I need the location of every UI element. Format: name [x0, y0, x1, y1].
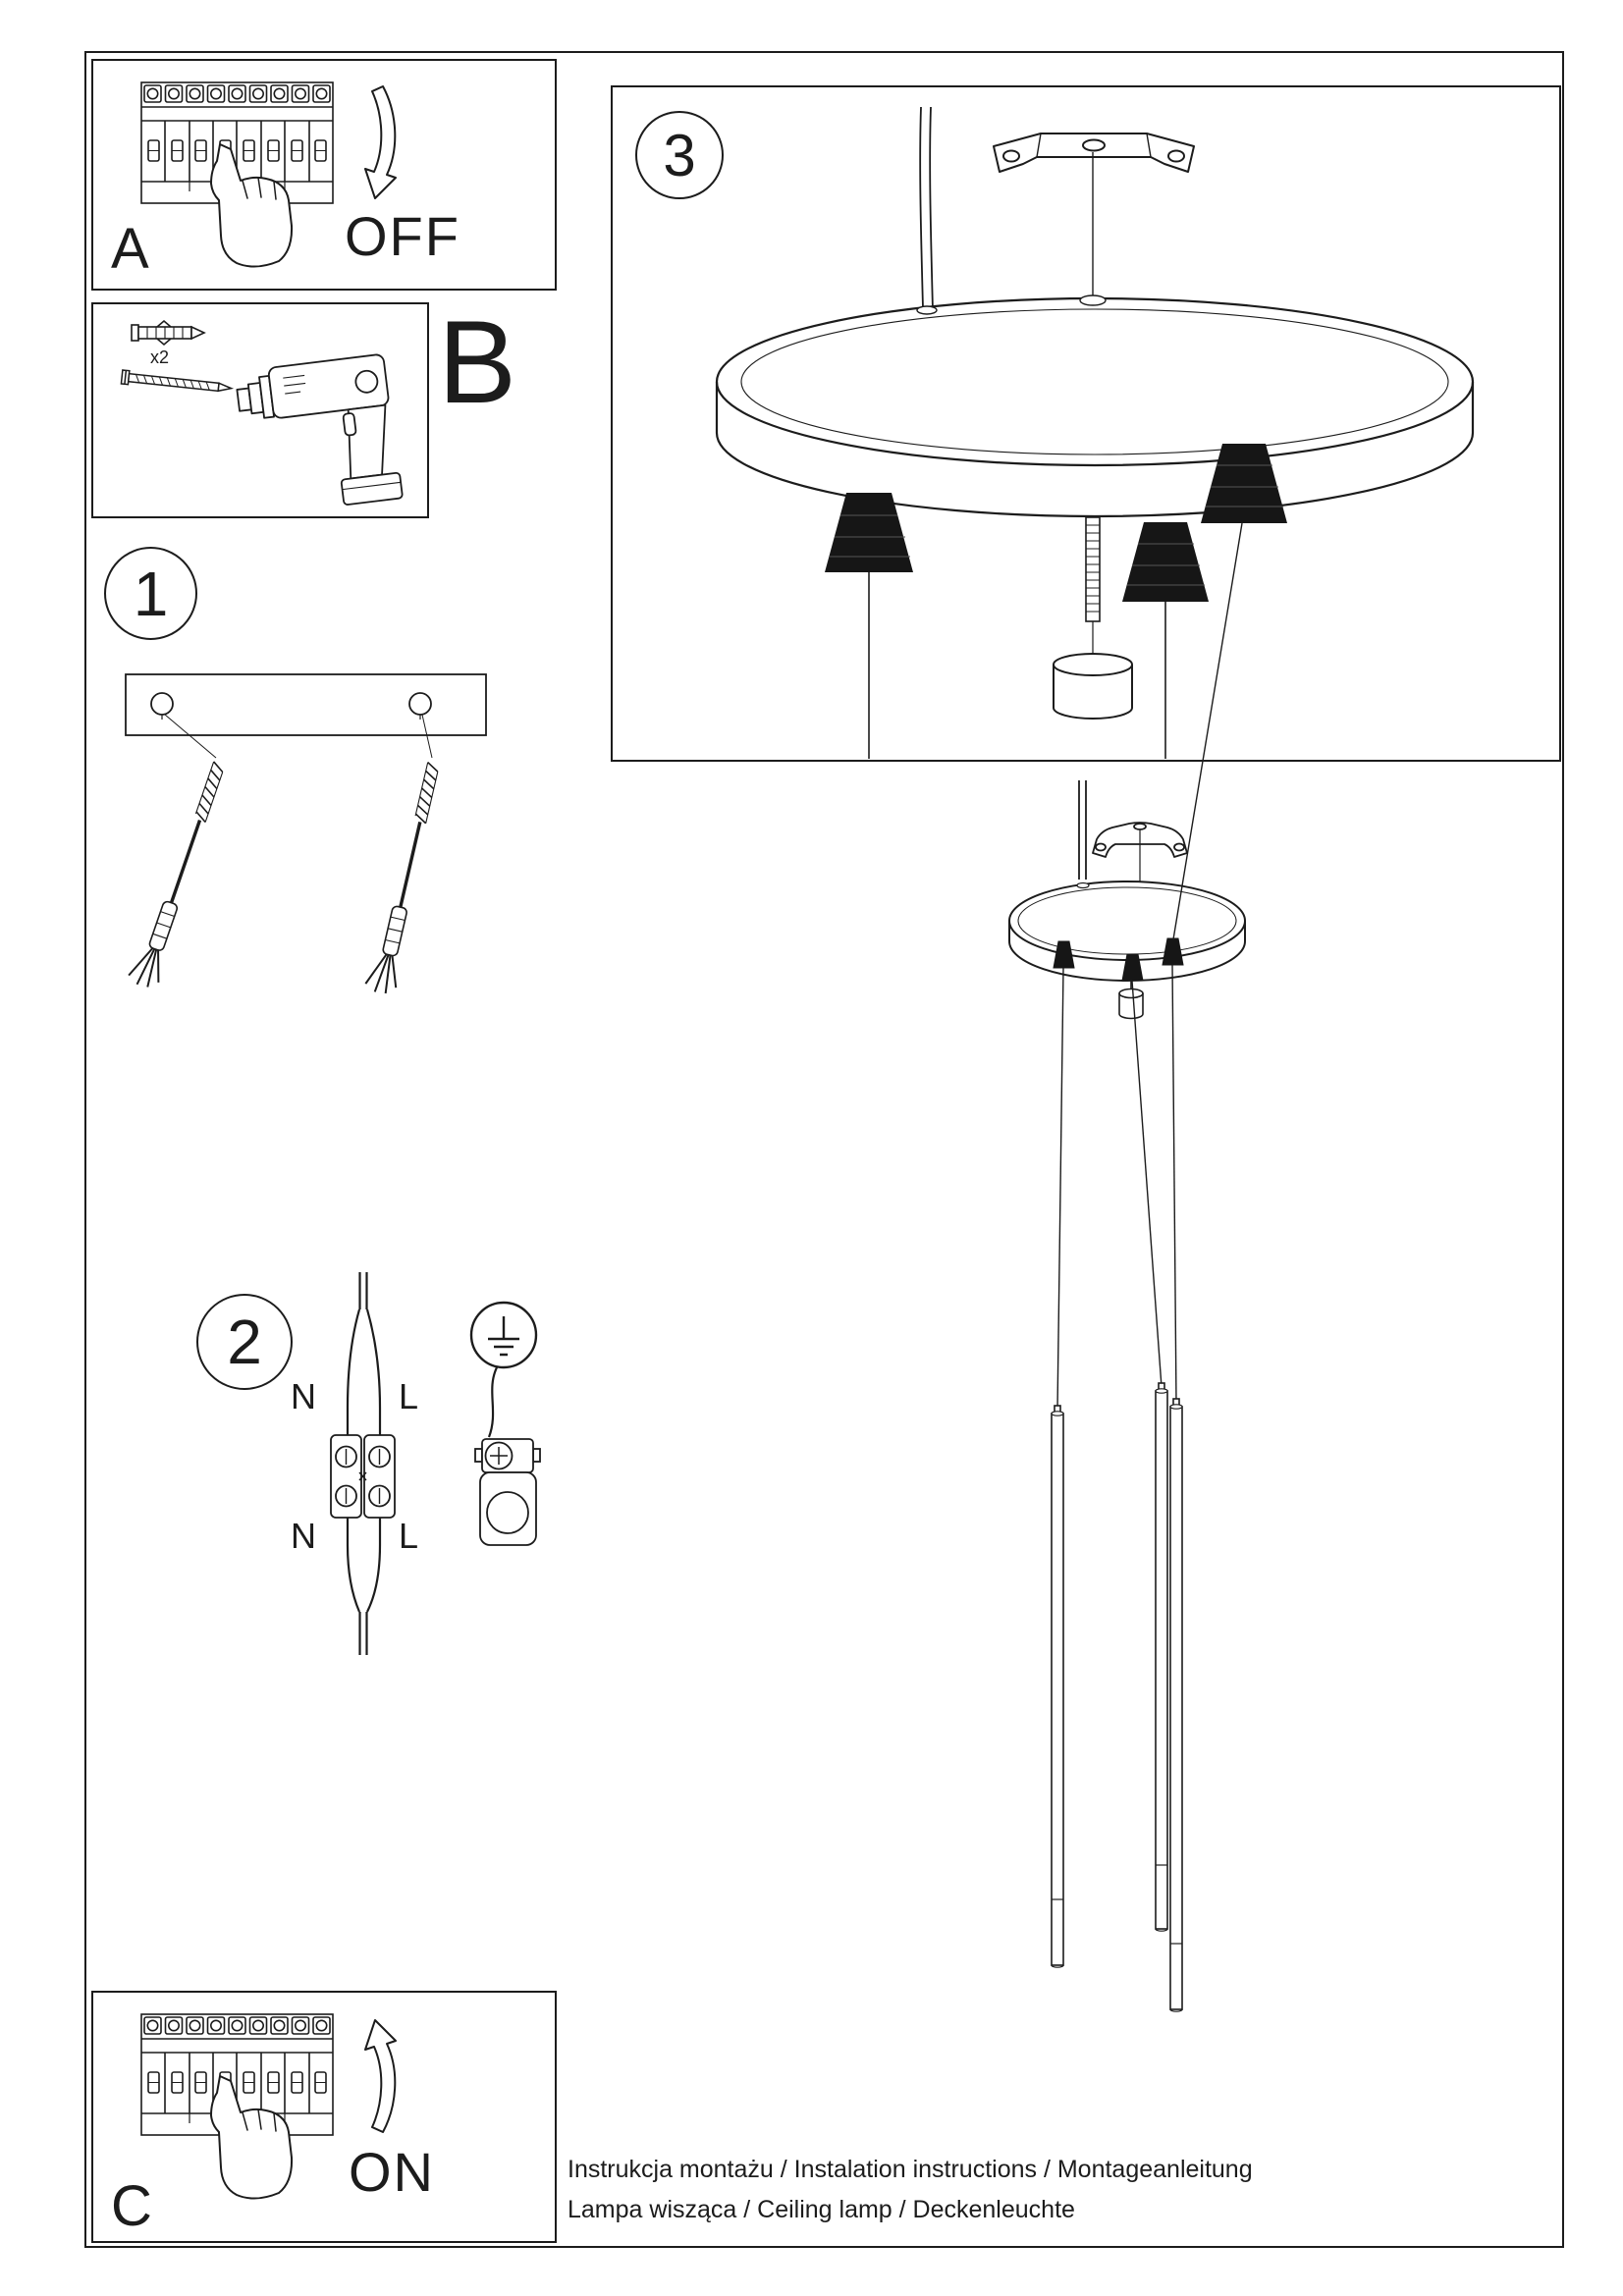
wire-label-n-top: N: [291, 1376, 316, 1416]
cable-gland-right: [1201, 444, 1287, 523]
step-2-badge: 2: [196, 1294, 293, 1390]
power-cable: [919, 106, 934, 311]
pendant-tubes: [1051, 1382, 1183, 2012]
step-1-number: 1: [133, 558, 169, 629]
assembled-lamp-illustration: [1008, 780, 1246, 2012]
threaded-rod: [1085, 516, 1101, 654]
mounting-bar: [125, 673, 487, 736]
panel-a-power-off: A OFF: [91, 59, 557, 291]
tools-illustration: [120, 319, 404, 506]
panel-c-power-on: C ON: [91, 1991, 557, 2243]
panel-c-label: C: [111, 2174, 152, 2238]
arrow-up-icon: [364, 2019, 397, 2133]
wall-plug-icon: [131, 319, 206, 347]
wiring-diagram-illustration: [330, 1272, 541, 1655]
lamp-glands: [1053, 937, 1184, 982]
output-wires: [346, 1518, 382, 1655]
drill-icon: [236, 353, 404, 506]
anchor-quantity-label: x2: [150, 347, 170, 367]
panel-b-label: B: [438, 296, 517, 428]
step-3-number: 3: [663, 122, 696, 188]
pendant-cords: [1056, 964, 1177, 1411]
step-2-number: 2: [227, 1307, 262, 1377]
canopy-disk: [715, 294, 1475, 518]
page-border: [84, 51, 1564, 2248]
step-3-panel: 3: [611, 85, 1561, 762]
lamp-knob: [1118, 980, 1144, 1020]
on-label: ON: [349, 2141, 435, 2203]
terminal-block: [330, 1434, 396, 1519]
screw-with-anchor-left: [125, 756, 235, 993]
off-label: OFF: [345, 205, 460, 267]
panel-a-label: A: [111, 217, 149, 281]
cable-gland-left: [825, 493, 913, 759]
ceiling-cable: [1078, 780, 1087, 880]
panel-b-tools: x2: [91, 302, 429, 518]
wire-label-l-top: L: [399, 1376, 419, 1416]
cable-gland-middle: [1122, 522, 1209, 759]
breaker-on-illustration: [140, 2013, 397, 2200]
screw-with-anchor-right: [362, 758, 449, 998]
caption-line-2: Lampa wisząca / Ceiling lamp / Deckenleu…: [568, 2196, 1075, 2223]
step-1-badge: 1: [104, 547, 197, 640]
bracket-and-screws-illustration: [125, 673, 487, 998]
mounting-bracket: [993, 133, 1195, 173]
wire-label-l-bottom: L: [399, 1516, 419, 1556]
breaker-off-illustration: [140, 81, 397, 268]
canopy-exploded-illustration: [715, 106, 1475, 759]
caption-line-1: Instrukcja montażu / Instalation instruc…: [568, 2156, 1253, 2183]
ground-clamp: [474, 1366, 541, 1546]
step-3-badge: 3: [635, 111, 724, 199]
ground-symbol-icon: [469, 1301, 538, 1369]
arrow-down-icon: [364, 85, 397, 199]
strain-relief-knob: [1053, 653, 1133, 720]
wire-label-n-bottom: N: [291, 1516, 316, 1556]
screw-icon: [120, 369, 235, 393]
mains-cable: [346, 1272, 382, 1435]
caption: Instrukcja montażu / Instalation instruc…: [568, 2150, 1253, 2230]
